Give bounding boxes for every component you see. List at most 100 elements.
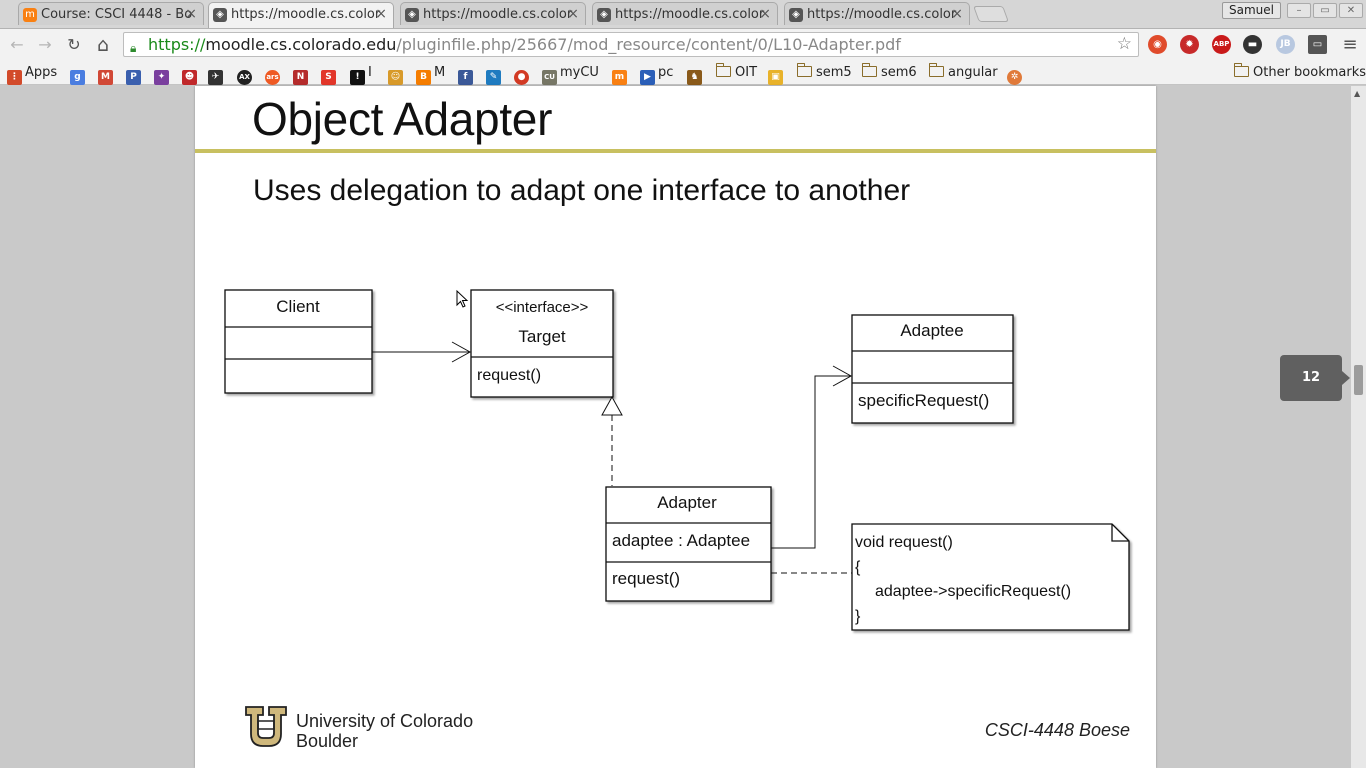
minimize-button[interactable]: – <box>1287 3 1311 18</box>
chrome-menu-button[interactable]: ≡ <box>1342 34 1358 55</box>
profile-button[interactable]: Samuel <box>1222 2 1281 19</box>
bookmark-ax[interactable]: AX <box>237 64 255 85</box>
tab-pdf-3[interactable]: ◈ https://moodle.cs.color × <box>592 2 778 25</box>
note-line-2: { <box>855 559 861 576</box>
mycu-icon: CU <box>542 70 557 85</box>
note-line-1: void request() <box>855 534 953 551</box>
face-icon: ☻ <box>182 70 197 85</box>
pocket-icon[interactable]: ◉ <box>1148 35 1167 54</box>
close-window-button[interactable]: ✕ <box>1339 3 1363 18</box>
new-tab-button[interactable] <box>973 6 1009 22</box>
jb-icon[interactable]: JB <box>1276 35 1295 54</box>
title-divider <box>195 149 1156 153</box>
bookmark-star-icon[interactable]: ☆ <box>1116 34 1132 54</box>
tab-course[interactable]: m Course: CSCI 4448 - Bo × <box>18 2 204 25</box>
restore-button[interactable]: ▭ <box>1313 3 1337 18</box>
bookmark-angular[interactable]: angular <box>928 63 998 81</box>
target-method: request() <box>477 367 541 384</box>
url-scheme: https:// <box>148 35 206 54</box>
url-host: moodle.cs.colorado.edu <box>205 35 397 54</box>
scrollbar-thumb[interactable] <box>1354 365 1363 395</box>
close-icon[interactable]: × <box>759 6 771 22</box>
bookmark-sem6[interactable]: sem6 <box>861 63 917 81</box>
realization-arrow <box>601 395 623 486</box>
reload-button[interactable]: ↻ <box>67 35 81 54</box>
adapter-method: request() <box>612 569 680 588</box>
address-bar[interactable]: 🔒︎ https://moodle.cs.colorado.edu/plugin… <box>123 32 1139 57</box>
close-icon[interactable]: × <box>375 6 387 22</box>
bookmark-moodle[interactable]: m <box>612 64 630 85</box>
adapter-class: Adapter adaptee : Adaptee request() <box>605 486 772 602</box>
bug-icon[interactable]: ✹ <box>1180 35 1199 54</box>
home-button[interactable]: ⌂ <box>96 34 110 56</box>
bat-icon: ✦ <box>154 70 169 85</box>
adblock-plus-icon[interactable]: ABP <box>1212 35 1231 54</box>
note-line-3: adaptee->specificRequest() <box>875 583 1071 600</box>
close-icon[interactable]: × <box>951 6 963 22</box>
mouse-cursor-icon <box>456 289 469 308</box>
cat-icon: ☺ <box>388 70 403 85</box>
bookmark-pandora[interactable]: P <box>126 64 144 85</box>
bookmark-google[interactable]: g <box>70 64 88 85</box>
bookmark-oit[interactable]: OIT <box>715 63 757 81</box>
folder-icon <box>715 63 731 77</box>
bookmark-other[interactable]: Other bookmarks <box>1233 63 1366 81</box>
tab-pdf-4[interactable]: ◈ https://moodle.cs.color × <box>784 2 970 25</box>
adaptee-method: specificRequest() <box>858 391 989 410</box>
mask-icon[interactable]: ▬ <box>1243 35 1262 54</box>
bookmark-bat[interactable]: ✦ <box>154 64 172 85</box>
close-icon[interactable]: × <box>567 6 579 22</box>
bookmark-news[interactable]: N <box>293 64 311 85</box>
tab-pdf-2[interactable]: ◈ https://moodle.cs.color × <box>400 2 586 25</box>
pdf-shield-icon: ◈ <box>597 8 611 22</box>
bookmark-facebook[interactable]: f <box>458 64 476 85</box>
uml-class-diagram: Client <<interface>> Target request() Ad… <box>224 289 1130 631</box>
folder-icon <box>861 63 877 77</box>
bookmark-cat[interactable]: ☺ <box>388 64 406 85</box>
bookmark-buff[interactable]: ♞ <box>687 64 705 85</box>
url-path: /pluginfile.php/25667/mod_resource/conte… <box>396 35 901 54</box>
pandora-icon: P <box>126 70 141 85</box>
back-button[interactable]: ← <box>10 35 24 54</box>
footer-course: CSCI-4448 Boese <box>984 720 1130 740</box>
tab-label: https://moodle.cs.color <box>423 7 573 22</box>
bookmark-imdb[interactable]: !I <box>350 64 372 85</box>
tab-pdf-active[interactable]: ◈ https://moodle.cs.color × <box>208 2 394 28</box>
slide-title: Object Adapter <box>252 93 553 145</box>
forward-button[interactable]: → <box>38 35 52 54</box>
bookmark-pc[interactable]: ▶pc <box>640 64 673 85</box>
chart-icon: ✎ <box>486 70 501 85</box>
scroll-up-icon[interactable]: ▲ <box>1354 89 1361 98</box>
bookmark-tomato[interactable]: ● <box>514 64 532 85</box>
tab-label: Course: CSCI 4448 - Bo <box>41 7 193 22</box>
bookmark-box[interactable]: ▣ <box>768 64 786 85</box>
tab-label: https://moodle.cs.color <box>807 7 957 22</box>
tab-strip: m Course: CSCI 4448 - Bo × ◈ https://moo… <box>0 0 1366 29</box>
pdf-viewport[interactable]: Object Adapter Uses delegation to adapt … <box>0 86 1366 768</box>
moodle-icon: m <box>23 8 37 22</box>
client-class: Client <box>224 289 373 394</box>
bookmark-sem5[interactable]: sem5 <box>796 63 852 81</box>
note-line-4: } <box>855 608 861 625</box>
google-icon: g <box>70 70 85 85</box>
bookmark-ars[interactable]: ars <box>265 64 283 85</box>
bookmark-ubuntu[interactable]: ✲ <box>1007 64 1025 85</box>
adapter-class-name: Adapter <box>657 493 717 512</box>
plane-icon: ✈ <box>208 70 223 85</box>
adapter-adaptee-association <box>771 365 853 549</box>
folder-icon <box>796 63 812 77</box>
vertical-scrollbar[interactable]: ▲ <box>1351 86 1366 768</box>
bookmark-face[interactable]: ☻ <box>182 64 200 85</box>
bookmark-s[interactable]: S <box>321 64 339 85</box>
tab-label: https://moodle.cs.color <box>231 7 381 22</box>
cast-icon[interactable]: ▭ <box>1308 35 1327 54</box>
bookmark-gmail[interactable]: M <box>98 64 116 85</box>
bookmark-plane[interactable]: ✈ <box>208 64 226 85</box>
moodle-icon: m <box>612 70 627 85</box>
close-icon[interactable]: × <box>185 6 197 22</box>
bookmark-chart[interactable]: ✎ <box>486 64 504 85</box>
ubuntu-icon: ✲ <box>1007 70 1022 85</box>
bookmark-apps[interactable]: ⋮Apps <box>7 64 57 85</box>
